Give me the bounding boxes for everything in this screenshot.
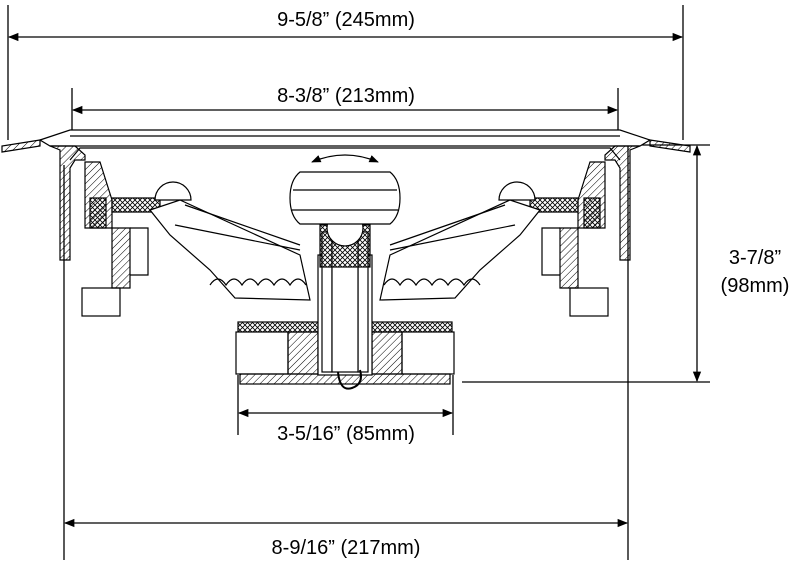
swivel-arrow <box>311 154 379 163</box>
frame-left <box>49 145 86 261</box>
tab-right-lower <box>569 287 609 317</box>
dimension-overall-width <box>7 5 684 140</box>
top-plate-left <box>237 321 319 333</box>
leg-right-inner <box>541 227 560 276</box>
cone-left-line <box>174 224 301 251</box>
magnet-center-right <box>371 331 403 375</box>
flange-top <box>38 129 652 147</box>
depth-label-inches: 3-7/8” <box>729 247 781 269</box>
top-plate-right <box>371 321 453 333</box>
magnet-width-label: 3-5/16” (85mm) <box>277 423 415 445</box>
speaker-cross-section <box>1 129 691 390</box>
frame-right <box>604 145 641 261</box>
tweeter-head <box>289 171 401 225</box>
surround-left <box>154 181 192 201</box>
dimension-magnet-width <box>237 375 454 435</box>
magnet-left <box>235 331 289 375</box>
screw-right <box>583 197 601 229</box>
cone-right-wave <box>383 278 481 287</box>
tab-left-lower <box>81 287 121 317</box>
magnet-center-left <box>287 331 319 375</box>
cutout-width-label: 8-3/8” (213mm) <box>277 85 415 107</box>
bottom-width-label: 8-9/16” (217mm) <box>272 537 421 559</box>
cone-right-line <box>389 224 516 251</box>
wall-left <box>69 147 621 161</box>
cone-left-line2 <box>184 204 301 246</box>
leg-left-inner <box>130 227 149 276</box>
cone-left-wave <box>209 278 307 287</box>
cone-right-line2 <box>389 204 506 246</box>
wire-loop <box>337 369 362 390</box>
surround-right <box>498 181 536 201</box>
cone-right <box>379 199 542 301</box>
leg-right <box>559 227 579 289</box>
leg-left <box>111 227 131 289</box>
overall-width-label: 9-5/8” (245mm) <box>277 9 415 31</box>
ceiling-right <box>649 139 691 153</box>
ceiling-left <box>1 139 41 153</box>
magnet-right <box>401 331 455 375</box>
cone-left <box>148 199 311 301</box>
dimension-cutout-width <box>71 88 619 135</box>
screw-left <box>89 197 107 229</box>
depth-label-mm: (98mm) <box>721 275 790 297</box>
